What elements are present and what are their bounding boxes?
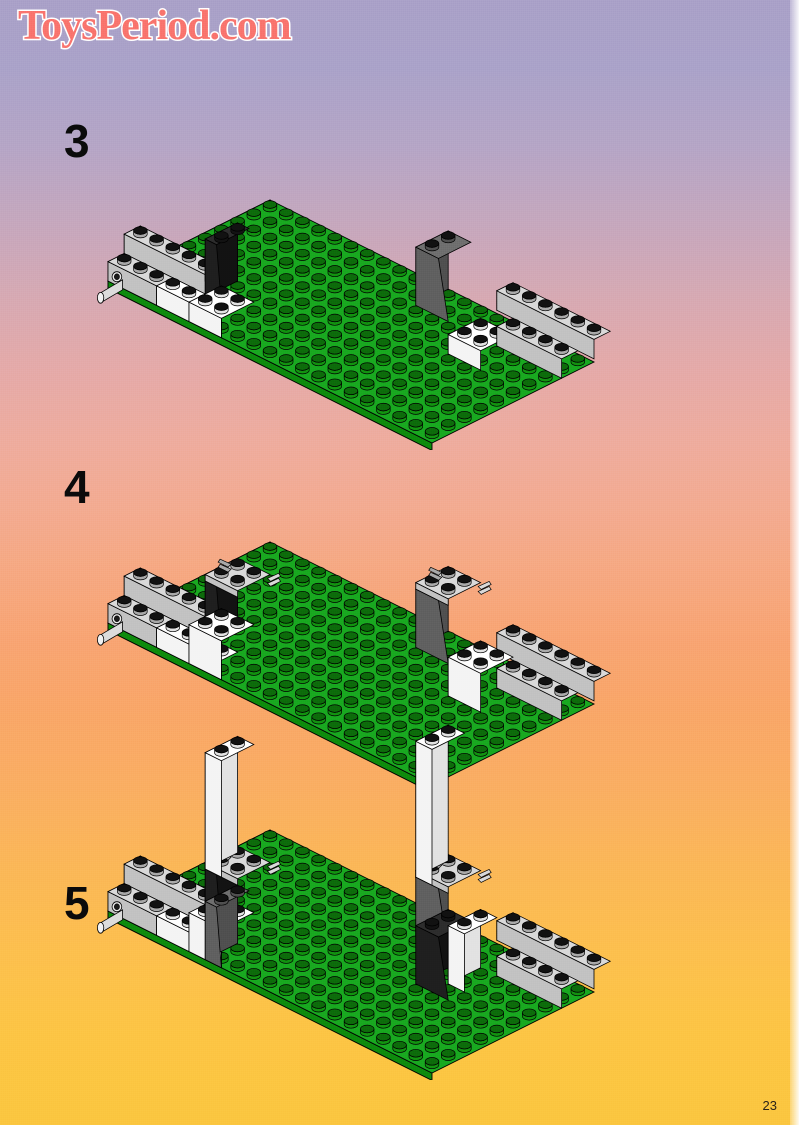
step-number-4: 4 xyxy=(64,461,90,513)
white-column-left xyxy=(204,735,255,878)
gray-1x6-brick-back xyxy=(495,624,612,702)
dark-slope-front-left xyxy=(204,884,250,969)
step-3-illustration xyxy=(80,10,720,455)
clip-plate-mid xyxy=(414,565,492,606)
gray-1x6-brick-back xyxy=(495,282,612,360)
page-number: 23 xyxy=(762,1098,777,1113)
step-4-svg xyxy=(96,541,612,794)
gray-1x4-brick-right xyxy=(495,947,579,1009)
step-5-illustration xyxy=(80,640,720,1085)
gray-1x6-brick-back xyxy=(495,912,612,990)
black-slope-right xyxy=(414,908,472,1001)
white-2x2-brick-left xyxy=(188,607,255,681)
step-number-5: 5 xyxy=(64,877,90,929)
page-right-edge xyxy=(790,0,799,1125)
white-2x2-brick-right xyxy=(447,908,498,993)
gray-1x4-brick-right xyxy=(495,659,579,721)
watermark-toysperiod: ToysPeriod.com xyxy=(17,2,294,51)
clip-plate-left xyxy=(204,557,282,598)
white-column-mid xyxy=(414,724,466,886)
black-slope-2x2x3 xyxy=(204,222,250,306)
white-2x2-brick-left xyxy=(188,285,255,339)
step-4-illustration xyxy=(80,352,720,797)
step-3-svg xyxy=(96,199,612,452)
step-5-svg xyxy=(96,724,612,1082)
gray-slope-2x2x3-mid xyxy=(414,230,472,323)
step-number-3: 3 xyxy=(64,115,90,167)
gray-1x4-brick-right xyxy=(495,317,579,379)
white-2x2-brick-right xyxy=(447,640,514,713)
watermark-text: ToysPeriod.com xyxy=(17,2,294,51)
